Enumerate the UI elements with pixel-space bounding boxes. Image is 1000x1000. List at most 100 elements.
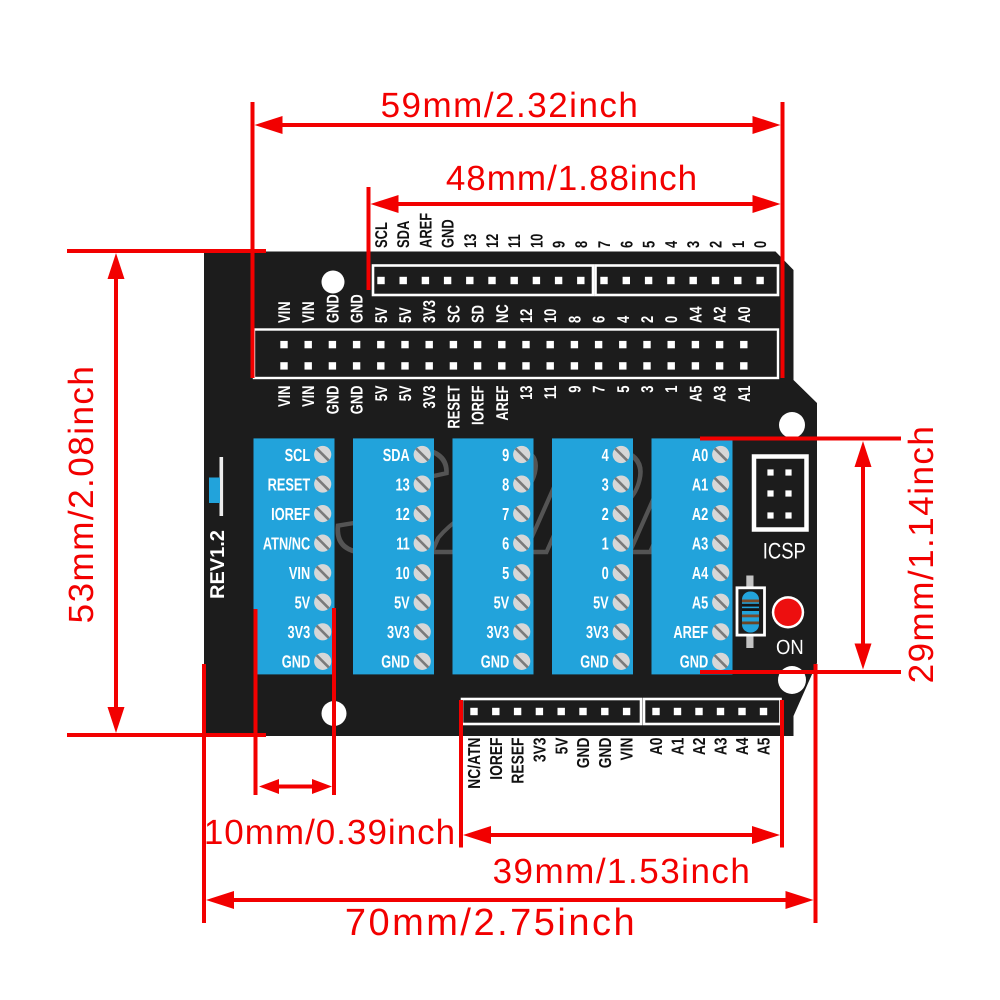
svg-text:5V: 5V bbox=[494, 593, 510, 613]
svg-text:A0: A0 bbox=[735, 306, 754, 323]
svg-text:11: 11 bbox=[396, 533, 410, 553]
svg-text:3V3: 3V3 bbox=[586, 622, 609, 642]
svg-text:A3: A3 bbox=[711, 738, 731, 756]
svg-text:13: 13 bbox=[395, 474, 409, 494]
svg-text:A3: A3 bbox=[711, 386, 730, 403]
svg-text:AREF: AREF bbox=[673, 622, 708, 642]
svg-text:IOREF: IOREF bbox=[469, 386, 488, 425]
svg-text:A0: A0 bbox=[646, 738, 666, 756]
svg-text:9: 9 bbox=[502, 445, 509, 465]
svg-text:8: 8 bbox=[502, 474, 509, 494]
svg-text:7: 7 bbox=[595, 241, 614, 248]
svg-text:GND: GND bbox=[573, 738, 593, 769]
svg-text:5V: 5V bbox=[295, 593, 311, 613]
svg-text:10: 10 bbox=[395, 563, 409, 583]
svg-text:48mm/1.88inch: 48mm/1.88inch bbox=[446, 159, 698, 198]
svg-text:1: 1 bbox=[662, 386, 681, 393]
svg-text:SCL: SCL bbox=[285, 445, 311, 465]
svg-text:RESEF: RESEF bbox=[508, 738, 528, 784]
svg-text:3: 3 bbox=[638, 386, 657, 393]
svg-text:9: 9 bbox=[565, 386, 584, 393]
svg-text:ATN/NC: ATN/NC bbox=[263, 533, 311, 553]
svg-text:VIN: VIN bbox=[275, 386, 294, 408]
svg-text:VIN: VIN bbox=[289, 563, 310, 583]
svg-text:GND: GND bbox=[323, 386, 342, 415]
svg-text:REV1.2: REV1.2 bbox=[207, 530, 229, 599]
svg-text:GND: GND bbox=[323, 294, 342, 323]
svg-text:53mm/2.08inch: 53mm/2.08inch bbox=[62, 365, 101, 624]
svg-text:SC: SC bbox=[444, 305, 463, 323]
svg-text:7: 7 bbox=[590, 386, 609, 393]
svg-text:13: 13 bbox=[517, 386, 536, 400]
svg-text:5: 5 bbox=[640, 241, 659, 248]
svg-text:GND: GND bbox=[348, 294, 367, 323]
svg-text:4: 4 bbox=[614, 315, 633, 323]
svg-text:GND: GND bbox=[439, 219, 458, 248]
svg-text:ICSP: ICSP bbox=[763, 539, 806, 564]
svg-text:2: 2 bbox=[638, 316, 657, 323]
svg-text:AREF: AREF bbox=[416, 213, 435, 248]
svg-text:GND: GND bbox=[348, 386, 367, 415]
svg-text:13: 13 bbox=[461, 234, 480, 248]
svg-text:IOREF: IOREF bbox=[271, 504, 310, 524]
svg-text:5V: 5V bbox=[551, 737, 571, 754]
svg-text:3V3: 3V3 bbox=[387, 622, 410, 642]
svg-text:GND: GND bbox=[580, 652, 608, 672]
svg-text:A2: A2 bbox=[692, 504, 709, 524]
svg-text:SCL: SCL bbox=[372, 222, 391, 248]
svg-text:SDA: SDA bbox=[383, 445, 410, 465]
svg-text:GND: GND bbox=[282, 652, 310, 672]
svg-text:6: 6 bbox=[590, 316, 609, 323]
svg-text:12: 12 bbox=[395, 504, 409, 524]
svg-text:4: 4 bbox=[602, 445, 609, 465]
svg-text:11: 11 bbox=[541, 386, 560, 400]
svg-text:VIN: VIN bbox=[299, 301, 318, 323]
svg-text:A4: A4 bbox=[686, 306, 705, 323]
svg-text:70mm/2.75inch: 70mm/2.75inch bbox=[345, 902, 637, 944]
svg-text:7: 7 bbox=[502, 504, 509, 524]
svg-text:A5: A5 bbox=[754, 737, 774, 755]
svg-text:A5: A5 bbox=[686, 386, 705, 403]
svg-text:59mm/2.32inch: 59mm/2.32inch bbox=[381, 86, 640, 125]
svg-text:SDA: SDA bbox=[394, 221, 413, 248]
svg-text:6: 6 bbox=[502, 533, 509, 553]
svg-text:A1: A1 bbox=[692, 474, 709, 494]
svg-text:NC/ATN: NC/ATN bbox=[464, 738, 484, 789]
svg-text:1: 1 bbox=[602, 533, 609, 553]
svg-text:2: 2 bbox=[602, 504, 609, 524]
svg-text:VIN: VIN bbox=[617, 738, 637, 761]
svg-text:3: 3 bbox=[602, 474, 609, 494]
svg-text:10: 10 bbox=[527, 234, 546, 248]
svg-text:4: 4 bbox=[662, 240, 681, 248]
svg-text:2: 2 bbox=[706, 241, 725, 248]
svg-text:9: 9 bbox=[550, 241, 569, 248]
svg-text:GND: GND bbox=[481, 652, 509, 672]
svg-text:39mm/1.53inch: 39mm/1.53inch bbox=[493, 852, 752, 891]
svg-text:5: 5 bbox=[502, 563, 509, 583]
svg-text:12: 12 bbox=[517, 309, 536, 323]
svg-text:5V: 5V bbox=[372, 307, 391, 323]
svg-text:11: 11 bbox=[505, 234, 524, 248]
svg-text:A1: A1 bbox=[735, 386, 754, 403]
svg-text:5V: 5V bbox=[396, 385, 415, 401]
svg-text:10: 10 bbox=[541, 309, 560, 323]
svg-text:RESET: RESET bbox=[444, 385, 463, 429]
svg-text:3V3: 3V3 bbox=[420, 300, 439, 323]
svg-text:A3: A3 bbox=[692, 533, 709, 553]
svg-text:RESET: RESET bbox=[268, 474, 311, 494]
svg-text:VIN: VIN bbox=[299, 386, 318, 408]
svg-text:A5: A5 bbox=[692, 593, 709, 613]
svg-text:3V3: 3V3 bbox=[420, 386, 439, 409]
svg-text:5V: 5V bbox=[394, 593, 410, 613]
svg-text:8: 8 bbox=[572, 241, 591, 248]
svg-text:ON: ON bbox=[776, 636, 804, 659]
svg-text:A2: A2 bbox=[689, 738, 709, 756]
svg-text:NC: NC bbox=[493, 304, 512, 323]
svg-text:0: 0 bbox=[751, 241, 770, 248]
svg-text:GND: GND bbox=[680, 652, 708, 672]
svg-text:SD: SD bbox=[469, 305, 488, 323]
svg-text:GND: GND bbox=[595, 738, 615, 769]
svg-text:29mm/1.14inch: 29mm/1.14inch bbox=[902, 425, 941, 684]
svg-text:A4: A4 bbox=[692, 563, 709, 583]
svg-text:A0: A0 bbox=[692, 445, 709, 465]
